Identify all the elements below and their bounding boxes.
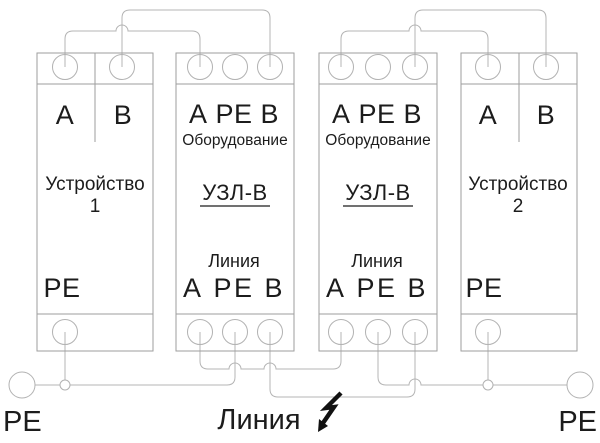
device2-terminal-b-label: В — [537, 100, 556, 130]
terminal-circle-uzl2-bottom-b — [402, 319, 428, 345]
device2-pe-label: РЕ — [465, 273, 502, 303]
uzl1-equipment-side-label: Оборудование — [182, 132, 287, 149]
device2-number: 2 — [513, 196, 524, 217]
footer-labels: РЕ Линия РЕ — [3, 391, 597, 438]
wire-uzl2-pe-bus-right — [377, 332, 567, 386]
terminal-circle-device1-pe — [52, 319, 78, 345]
terminal-circle-device1-a — [52, 54, 78, 80]
uzl2-outline — [318, 52, 438, 352]
wire-line-b-uzl1-to-uzl2 — [269, 332, 416, 398]
wire-device1-a-to-uzl1-a — [64, 24, 201, 67]
terminal-circle-device2-b — [533, 54, 559, 80]
terminal-circle-uzl2-bottom-pe — [365, 319, 391, 345]
wire-uzl2-a-to-device2-a — [340, 24, 489, 67]
terminal-circle-uzl1-top-a — [187, 54, 213, 80]
terminal-circle-device2-a — [475, 54, 501, 80]
terminal-circle-uzl1-top-pe — [222, 54, 248, 80]
wire-uzl2-b-to-device2-b — [414, 9, 547, 67]
footer-pe-right-label: РЕ — [558, 406, 597, 438]
device1-name: Устройство — [45, 174, 144, 195]
device2-name: Устройство — [468, 174, 567, 195]
device1-block: А В Устройство 1 РЕ — [36, 52, 154, 352]
terminal-circle-uzl1-bottom-a — [187, 319, 213, 345]
uzl1-top-terminals-label: А РЕ В — [189, 99, 279, 129]
uzl1-model-label: УЗЛ-В — [202, 180, 267, 205]
device1-number: 1 — [90, 196, 101, 217]
terminal-circle-uzl2-bottom-a — [328, 319, 354, 345]
uzl2-model-label: УЗЛ-В — [345, 180, 410, 205]
uzl2-line-side-label: Линия — [351, 251, 403, 271]
footer-line-label: Линия — [217, 404, 300, 436]
lightning-bolt-icon — [318, 391, 343, 432]
uzl2-block: А РЕ В Оборудование УЗЛ-В Линия А РЕ В — [318, 52, 438, 352]
uzl1-outline — [175, 52, 295, 352]
uzl2-top-terminals-label: А РЕ В — [332, 99, 422, 129]
terminal-circle-uzl1-top-b — [257, 54, 283, 80]
pe-terminal-circle-right — [566, 371, 594, 399]
pe-terminations — [8, 371, 594, 399]
wire-line-a-uzl1-to-uzl2 — [199, 332, 342, 370]
footer-pe-left-label: РЕ — [3, 406, 42, 438]
wire-device1-b-to-uzl1-b — [121, 9, 271, 67]
junction-dot-right — [482, 379, 494, 391]
uzl2-bottom-terminals-label: А РЕ В — [326, 273, 428, 303]
device1-terminal-a-label: А — [56, 100, 75, 130]
terminal-circle-device1-b — [109, 54, 135, 80]
pe-terminal-circle-left — [8, 371, 36, 399]
terminal-circle-uzl1-bottom-pe — [222, 319, 248, 345]
wires — [35, 9, 567, 398]
junction-dot-left — [59, 379, 71, 391]
terminal-circle-uzl2-top-a — [328, 54, 354, 80]
device1-terminal-b-label: В — [114, 100, 133, 130]
lightning-bolt-arrowhead — [318, 419, 328, 432]
uzl1-block: А РЕ В Оборудование УЗЛ-В Линия А РЕ В — [175, 52, 295, 352]
device1-pe-label: РЕ — [43, 273, 80, 303]
terminal-circle-uzl1-bottom-b — [257, 319, 283, 345]
device2-block: А В Устройство 2 РЕ — [460, 52, 578, 352]
uzl1-bottom-terminals-label: А РЕ В — [183, 273, 285, 303]
terminal-circle-device2-pe — [475, 319, 501, 345]
uzl2-equipment-side-label: Оборудование — [325, 132, 430, 149]
terminal-circle-uzl2-top-pe — [365, 54, 391, 80]
lightning-bolt-zigzag — [319, 391, 343, 425]
terminal-circle-uzl2-top-b — [402, 54, 428, 80]
uzl1-line-side-label: Линия — [208, 251, 260, 271]
wire-uzl1-pe-bus-left — [35, 332, 236, 386]
device2-terminal-a-label: А — [479, 100, 498, 130]
